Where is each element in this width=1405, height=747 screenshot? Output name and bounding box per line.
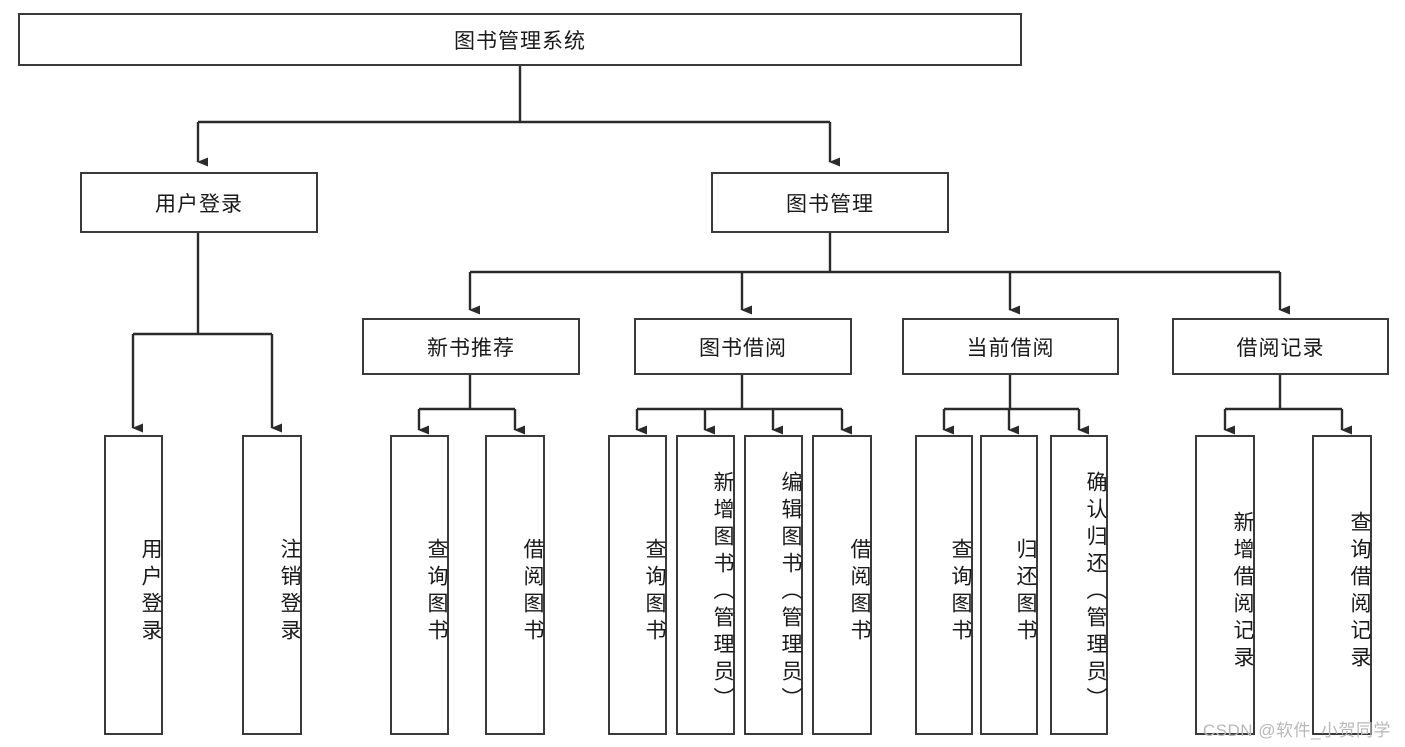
node-label: 用户登录 bbox=[139, 538, 162, 646]
node-book-borrow[interactable]: 图书借阅 bbox=[634, 318, 852, 375]
node-label: 借阅记录 bbox=[1236, 336, 1325, 360]
leaf-current-borrow-query-book[interactable]: 查询图书 bbox=[915, 435, 973, 735]
leaf-book-borrow-edit-book-admin[interactable]: 编辑图书（管理员） bbox=[744, 435, 803, 735]
node-label: 新书推荐 bbox=[427, 336, 515, 360]
leaf-book-borrow-query-book[interactable]: 查询图书 bbox=[608, 435, 667, 735]
csdn-watermark: CSDN @软件_小贺同学 bbox=[1202, 721, 1391, 740]
node-label: 借阅图书 bbox=[848, 538, 871, 646]
node-new-book-recommend[interactable]: 新书推荐 bbox=[362, 318, 580, 375]
node-user-login[interactable]: 用户登录 bbox=[80, 172, 318, 233]
node-label: 注销登录 bbox=[278, 538, 301, 646]
node-label: 新增图书（管理员） bbox=[711, 470, 734, 714]
leaf-user-login-logout[interactable]: 注销登录 bbox=[242, 435, 302, 735]
node-label: 确认归还（管理员） bbox=[1084, 470, 1107, 714]
node-current-borrow[interactable]: 当前借阅 bbox=[902, 318, 1119, 375]
node-label: 编辑图书（管理员） bbox=[779, 470, 802, 714]
node-label: 归还图书 bbox=[1014, 538, 1037, 646]
leaf-new-book-query-book[interactable]: 查询图书 bbox=[390, 435, 449, 735]
node-label: 查询图书 bbox=[643, 538, 666, 646]
node-label: 图书借阅 bbox=[699, 336, 787, 360]
leaf-borrow-record-query-record[interactable]: 查询借阅记录 bbox=[1312, 435, 1372, 735]
node-label: 图书管理系统 bbox=[454, 29, 586, 53]
leaf-current-borrow-return-book[interactable]: 归还图书 bbox=[980, 435, 1038, 735]
node-label: 用户登录 bbox=[155, 192, 243, 216]
node-label: 借阅图书 bbox=[521, 538, 544, 646]
leaf-book-borrow-borrow-book[interactable]: 借阅图书 bbox=[812, 435, 872, 735]
node-borrow-record[interactable]: 借阅记录 bbox=[1172, 318, 1389, 375]
node-label: 查询借阅记录 bbox=[1348, 511, 1371, 673]
node-root-book-management-system[interactable]: 图书管理系统 bbox=[18, 13, 1022, 66]
leaf-book-borrow-add-book-admin[interactable]: 新增图书（管理员） bbox=[676, 435, 735, 735]
leaf-borrow-record-add-record[interactable]: 新增借阅记录 bbox=[1195, 435, 1255, 735]
node-label: 图书管理 bbox=[786, 192, 874, 216]
node-book-management[interactable]: 图书管理 bbox=[711, 172, 949, 233]
node-label: 新增借阅记录 bbox=[1231, 511, 1254, 673]
node-label: 当前借阅 bbox=[966, 336, 1055, 360]
leaf-current-borrow-confirm-return-admin[interactable]: 确认归还（管理员） bbox=[1050, 435, 1108, 735]
leaf-user-login-login[interactable]: 用户登录 bbox=[104, 435, 163, 735]
node-label: 查询图书 bbox=[949, 538, 972, 646]
node-label: 查询图书 bbox=[425, 538, 448, 646]
leaf-new-book-borrow-book[interactable]: 借阅图书 bbox=[485, 435, 545, 735]
